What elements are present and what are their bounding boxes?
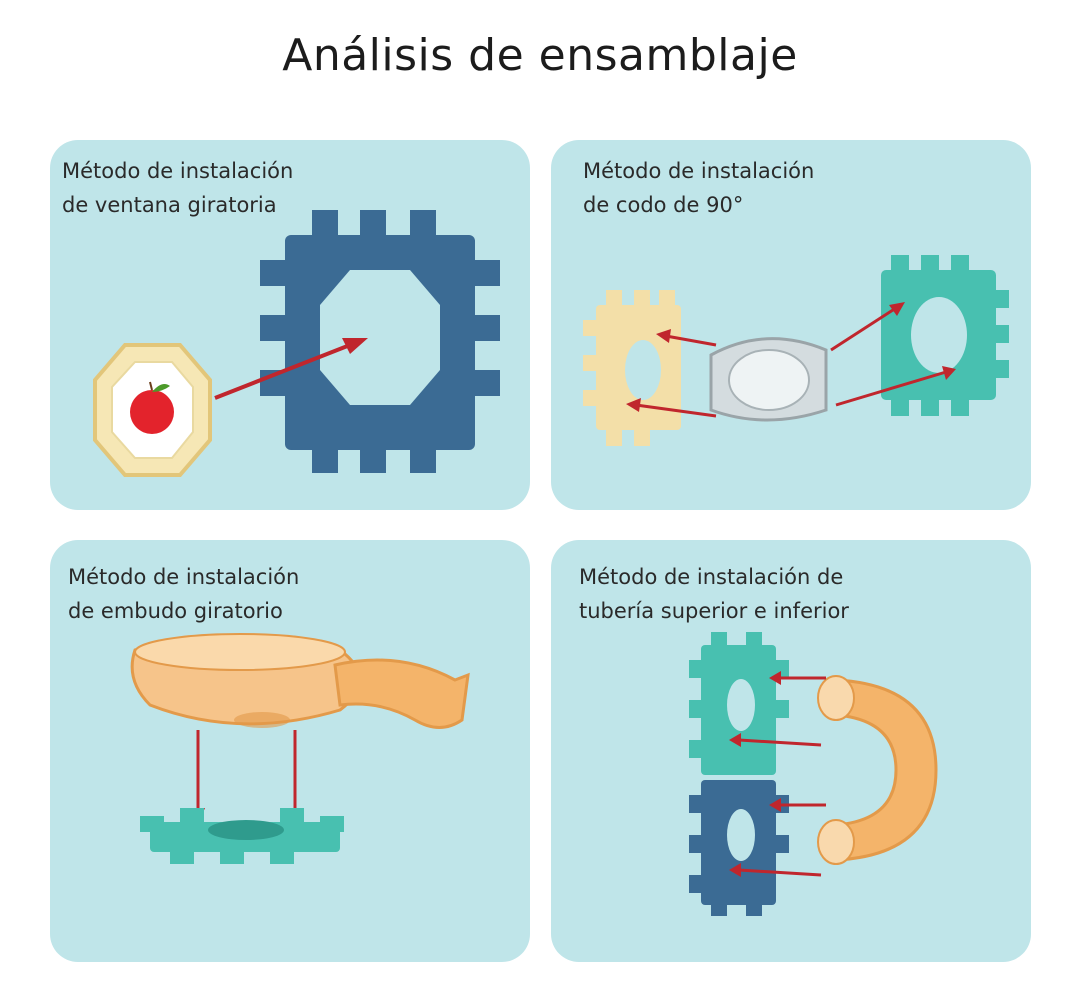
frame-octagon-hole [320,270,440,405]
panel-label: Método de instalación de embudo giratori… [68,565,300,623]
panel-label: Método de instalación de ventana girator… [62,159,294,217]
panel-label: Método de instalación de codo de 90° [583,159,815,217]
elbow-illustration [583,255,1009,446]
page-title: Análisis de ensamblaje [282,30,798,81]
panel-rotating-window: Método de instalación de ventana girator… [50,140,530,510]
apple-icon [130,390,174,434]
elbow-arrows [626,302,956,418]
insert-arrow [214,343,351,400]
pipe-illustration [689,632,938,916]
panel-label: Método de instalación de tubería superio… [579,565,849,623]
panel-rotating-funnel: Método de instalación de embudo giratori… [50,540,530,962]
rotating-window-illustration [93,210,500,477]
funnel-illustration [130,633,470,864]
pipe-arrows [729,671,826,877]
panel-upper-lower-pipe: Método de instalación de tubería superio… [551,540,1031,962]
panel-90-elbow: Método de instalación de codo de 90° [551,140,1031,510]
